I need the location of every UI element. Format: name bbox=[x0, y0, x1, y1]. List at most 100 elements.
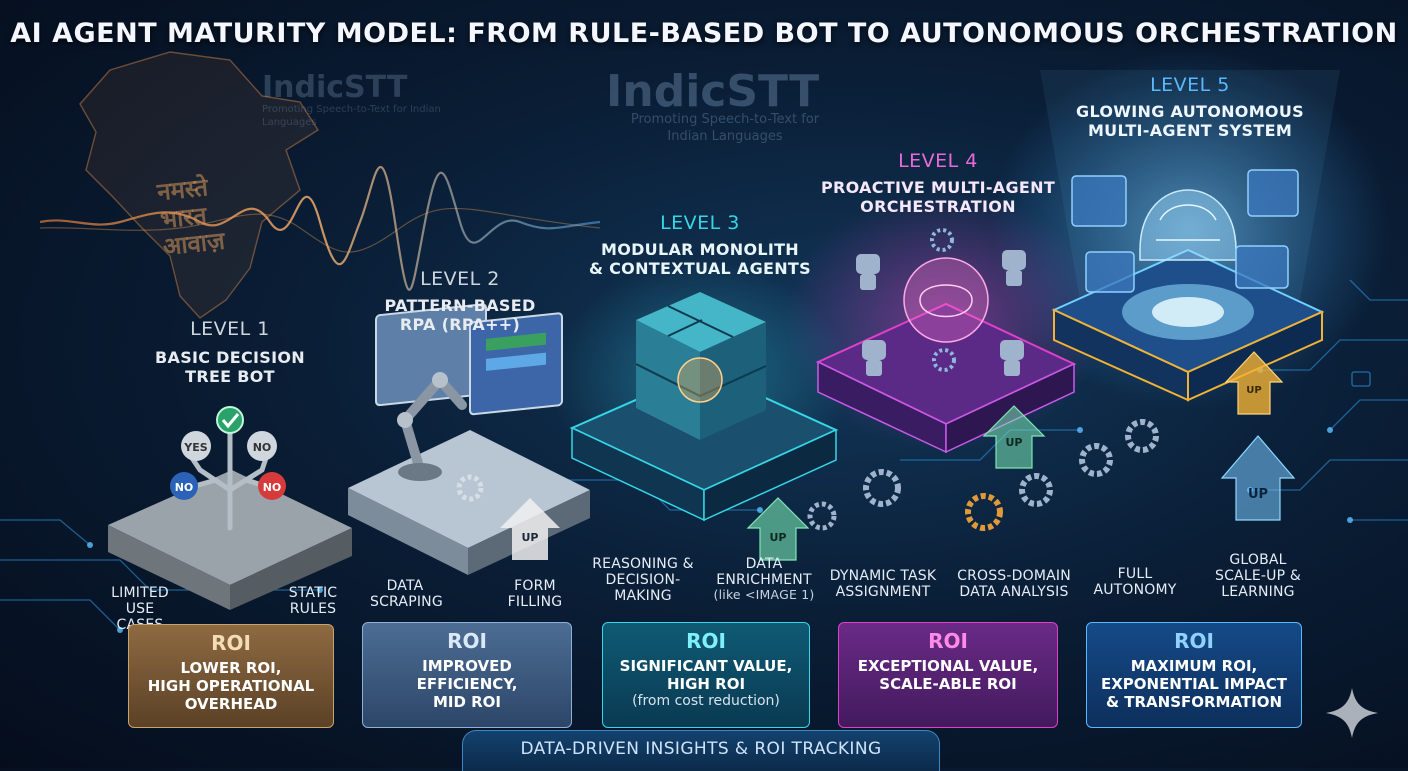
platform-level-1: YES NO NO NO bbox=[108, 406, 352, 610]
tree-yes-label: YES bbox=[183, 441, 207, 454]
roi-line: (from cost reduction) bbox=[632, 693, 780, 709]
level-2-roi-box: ROI IMPROVED EFFICIENCY, MID ROI bbox=[362, 622, 572, 728]
roi-line: EXCEPTIONAL VALUE, bbox=[857, 657, 1039, 675]
soundwave-icon bbox=[39, 165, 601, 291]
level-5-name-line1: GLOWING AUTONOMOUS bbox=[1076, 102, 1304, 121]
roi-heading: ROI bbox=[211, 631, 251, 655]
footer-banner: DATA-DRIVEN INSIGHTS & ROI TRACKING bbox=[462, 730, 940, 771]
caption-line: MAKING bbox=[614, 588, 672, 605]
roi-description: SIGNIFICANT VALUE, HIGH ROI (from cost r… bbox=[603, 657, 809, 710]
roi-description: LOWER ROI, HIGH OPERATIONAL OVERHEAD bbox=[129, 659, 333, 713]
robot-icon bbox=[856, 250, 1026, 376]
level-3-name: MODULAR MONOLITH & CONTEXTUAL AGENTS bbox=[570, 240, 830, 278]
caption-line: CROSS-DOMAIN bbox=[957, 568, 1071, 584]
level-4-name-line1: PROACTIVE MULTI-AGENT bbox=[820, 178, 1056, 197]
level-4-name: PROACTIVE MULTI-AGENT ORCHESTRATION bbox=[806, 178, 1070, 216]
checkmark-icon bbox=[216, 406, 244, 434]
roi-line: EFFICIENCY, bbox=[416, 675, 518, 693]
caption-line: GLOBAL bbox=[1229, 552, 1287, 568]
level-3-caption-2: DATA ENRICHMENT (like <IMAGE 1) bbox=[708, 556, 820, 603]
level-5-caption-2: GLOBAL SCALE-UP & LEARNING bbox=[1208, 552, 1308, 600]
caption-line: RULES bbox=[289, 601, 337, 618]
roi-heading: ROI bbox=[928, 629, 968, 653]
platform-level-2 bbox=[348, 303, 590, 575]
level-1-name-line2: TREE BOT bbox=[185, 367, 275, 387]
watermark-tagline-large: Promoting Speech-to-Text for Indian Lang… bbox=[630, 112, 820, 144]
caption-line: AUTONOMY bbox=[1093, 582, 1177, 599]
level-4-roi-box: ROI EXCEPTIONAL VALUE, SCALE-ABLE ROI bbox=[838, 622, 1058, 728]
level-1-name: BASIC DECISION TREE BOT bbox=[120, 348, 340, 386]
level-2-label: LEVEL 2 bbox=[420, 268, 500, 290]
india-map-icon bbox=[79, 51, 319, 319]
level-3-name-line1: MODULAR MONOLITH bbox=[600, 240, 800, 259]
caption-line: SCALE-UP & bbox=[1215, 568, 1301, 585]
roi-description: MAXIMUM ROI, EXPONENTIAL IMPACT & TRANSF… bbox=[1087, 657, 1301, 711]
watermark-logo-large: IndicSTT bbox=[606, 66, 820, 117]
roi-line: IMPROVED bbox=[422, 657, 512, 675]
level-5-roi-box: ROI MAXIMUM ROI, EXPONENTIAL IMPACT & TR… bbox=[1086, 622, 1302, 728]
level-2-caption-2: FORM FILLING bbox=[500, 578, 570, 610]
caption-line: FULL bbox=[1117, 566, 1153, 582]
level-2-caption-1: DATA SCRAPING bbox=[370, 578, 443, 610]
caption-line: ASSIGNMENT bbox=[835, 584, 931, 601]
level-3-caption-1: REASONING & DECISION- MAKING bbox=[588, 556, 698, 604]
brain-icon bbox=[677, 357, 723, 403]
roi-description: EXCEPTIONAL VALUE, SCALE-ABLE ROI bbox=[839, 657, 1057, 693]
roi-line: HIGH ROI bbox=[666, 675, 746, 693]
roi-line: SCALE-ABLE ROI bbox=[879, 675, 1017, 693]
level-1-label: LEVEL 1 bbox=[190, 318, 270, 340]
caption-line: FILLING bbox=[507, 594, 563, 611]
level-2-name-line2: RPA (RPA++) bbox=[399, 315, 521, 335]
platform-level-5 bbox=[807, 169, 1325, 531]
roi-line: SIGNIFICANT VALUE, bbox=[619, 657, 793, 675]
up-arrow-icon bbox=[500, 498, 560, 560]
level-5-label: LEVEL 5 bbox=[1150, 74, 1230, 96]
roi-line: LOWER ROI, bbox=[180, 659, 282, 677]
level-4-caption-2: CROSS-DOMAIN DATA ANALYSIS bbox=[954, 568, 1074, 600]
level-4-name-line2: ORCHESTRATION bbox=[860, 197, 1016, 217]
caption-line: STATIC bbox=[288, 585, 338, 601]
level-1-roi-box: ROI LOWER ROI, HIGH OPERATIONAL OVERHEAD bbox=[128, 624, 334, 728]
roi-heading: ROI bbox=[686, 629, 726, 653]
level-3-roi-box: ROI SIGNIFICANT VALUE, HIGH ROI (from co… bbox=[602, 622, 810, 728]
caption-line: DECISION- bbox=[605, 572, 681, 589]
roi-line: MID ROI bbox=[432, 693, 502, 711]
level-5-caption-1: FULL AUTONOMY bbox=[1088, 566, 1182, 598]
caption-line: DATA bbox=[745, 556, 783, 572]
roi-line: & TRANSFORMATION bbox=[1105, 693, 1283, 711]
roi-heading: ROI bbox=[447, 629, 487, 653]
caption-line: FORM bbox=[514, 578, 556, 594]
level-3-label: LEVEL 3 bbox=[660, 212, 740, 234]
platform-level-4 bbox=[815, 228, 1077, 469]
level-5-name: GLOWING AUTONOMOUS MULTI-AGENT SYSTEM bbox=[1060, 102, 1320, 140]
robot-arm-icon bbox=[399, 372, 467, 475]
watermark-logo-small: IndicSTT bbox=[262, 70, 408, 105]
roi-description: IMPROVED EFFICIENCY, MID ROI bbox=[363, 657, 571, 711]
caption-line: LEARNING bbox=[1221, 584, 1295, 601]
caption-line: DATA bbox=[386, 578, 424, 594]
roi-line: HIGH OPERATIONAL bbox=[147, 677, 315, 695]
page-title: AI AGENT MATURITY MODEL: FROM RULE-BASED… bbox=[10, 18, 1398, 49]
caption-line: LIMITED bbox=[111, 585, 169, 601]
caption-line: DYNAMIC TASK bbox=[829, 568, 937, 584]
watermark-tagline-small: Promoting Speech-to-Text for Indian Lang… bbox=[262, 104, 441, 128]
level-3-name-line2: & CONTEXTUAL AGENTS bbox=[589, 259, 811, 279]
level-1-name-line1: BASIC DECISION bbox=[155, 348, 305, 367]
roi-line: MAXIMUM ROI, bbox=[1130, 657, 1258, 675]
platform-level-3 bbox=[569, 292, 839, 561]
sparkle-icon bbox=[1326, 688, 1378, 738]
level-2-name: PATTERN-BASED RPA (RPA++) bbox=[350, 296, 570, 334]
level-4-caption-1: DYNAMIC TASK ASSIGNMENT bbox=[826, 568, 940, 600]
tree-no-right-label: NO bbox=[263, 481, 282, 494]
level-5-name-line2: MULTI-AGENT SYSTEM bbox=[1087, 121, 1293, 141]
caption-line: ENRICHMENT bbox=[716, 572, 812, 589]
caption-line: (like <IMAGE 1) bbox=[713, 587, 815, 603]
caption-line: DATA ANALYSIS bbox=[959, 584, 1069, 601]
caption-line: REASONING & bbox=[592, 556, 694, 572]
hindi-words: नमस्ते भारत आवाज़ bbox=[156, 172, 226, 261]
roi-line: OVERHEAD bbox=[184, 695, 278, 713]
roi-heading: ROI bbox=[1174, 629, 1214, 653]
level-4-label: LEVEL 4 bbox=[898, 150, 978, 172]
roi-line: EXPONENTIAL IMPACT bbox=[1100, 675, 1288, 693]
